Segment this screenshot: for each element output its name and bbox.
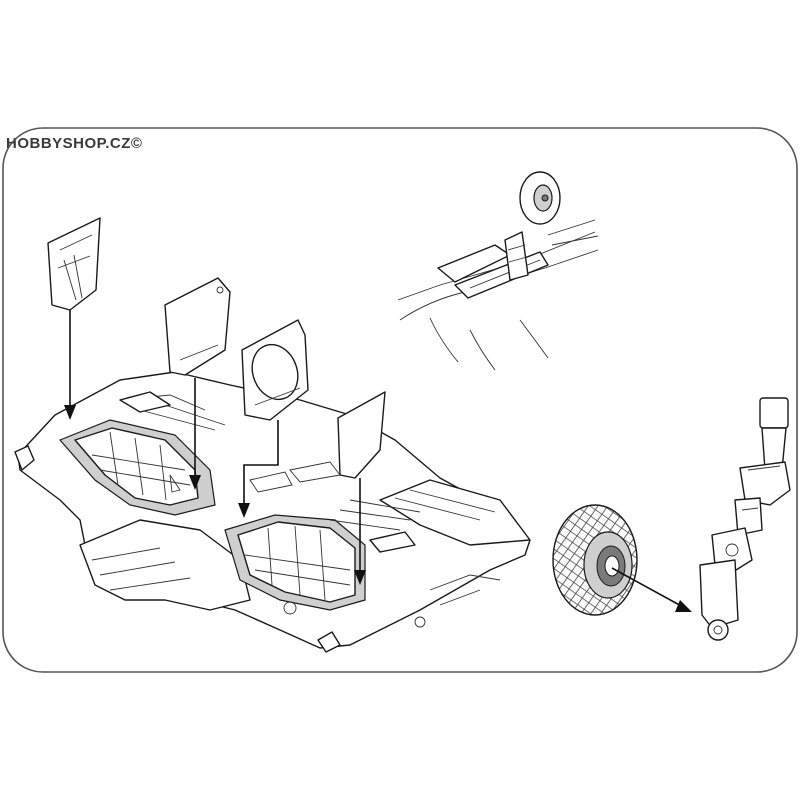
landing-gear-detail-icon (397, 171, 599, 371)
border-frame (2, 127, 798, 673)
part-door-tapered (47, 217, 101, 420)
part-door-cutout (238, 319, 309, 518)
part-door-rounded (164, 277, 231, 490)
part-door-long (337, 391, 386, 585)
watermark-text: HOBBYSHOP.CZ© (6, 135, 143, 152)
landing-gear-strut-icon (699, 397, 791, 641)
wing-underside-assembly (14, 371, 531, 653)
wheel-icon (552, 504, 692, 616)
